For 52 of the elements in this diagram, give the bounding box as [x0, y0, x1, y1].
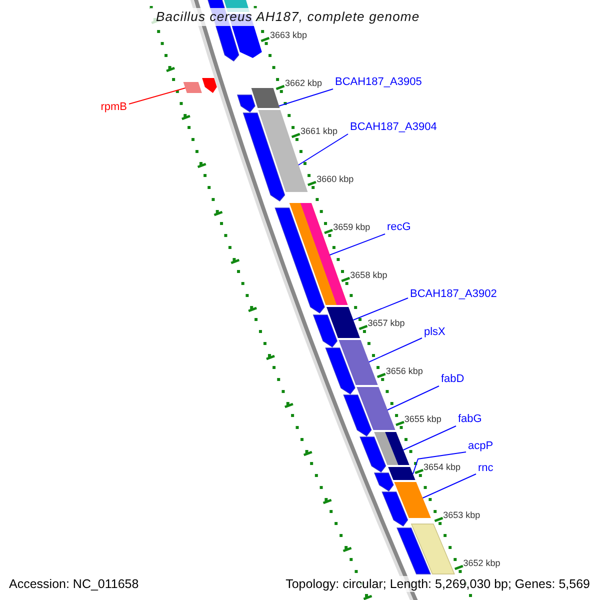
- gene-feature: [360, 436, 386, 472]
- scale-label: 3658 kbp: [350, 270, 388, 281]
- leader-line: [128, 88, 186, 104]
- gene-feature: [396, 528, 431, 574]
- gene-feature: [183, 82, 202, 93]
- gene-label: BCAH187_A3905: [335, 76, 422, 89]
- leader-line: [387, 386, 440, 410]
- gene-label: fabG: [458, 413, 482, 426]
- scale-label: 3655 kbp: [404, 414, 442, 425]
- gene-feature: [382, 492, 408, 526]
- scale-label: 3657 kbp: [368, 318, 405, 329]
- leader-line: [412, 452, 466, 474]
- gene-feature: [394, 482, 431, 518]
- scale-label: 3661 kbp: [300, 126, 338, 137]
- gene-feature: [274, 208, 325, 314]
- leader-line: [402, 426, 456, 450]
- scale-label: 3662 kbp: [284, 78, 322, 89]
- leader-line: [298, 134, 348, 166]
- gene-label: fabD: [441, 373, 464, 386]
- scale-label: 3660 kbp: [316, 174, 354, 185]
- gene-feature: [202, 78, 217, 93]
- gene-feature: [338, 340, 378, 385]
- gene-feature: [325, 348, 356, 394]
- gene-feature: [251, 88, 280, 108]
- scale-label: 3659 kbp: [333, 222, 370, 233]
- gene-feature: [326, 307, 360, 338]
- scale-label: 3652 kbp: [463, 558, 500, 569]
- scale-label: 3656 kbp: [386, 366, 423, 377]
- accession-text: Accession: NC_011658: [7, 576, 141, 592]
- scale-label: 3654 kbp: [423, 462, 461, 473]
- gene-label: plsX: [424, 326, 446, 339]
- gene-label: acpP: [468, 440, 494, 453]
- gene-feature: [242, 112, 286, 202]
- gene-label: rnc: [478, 462, 494, 475]
- gene-feature: [410, 524, 455, 574]
- gene-label: BCAH187_A3902: [410, 288, 497, 301]
- leader-line: [352, 298, 408, 320]
- gene-feature: [356, 387, 396, 430]
- gene-label: BCAH187_A3904: [350, 121, 437, 134]
- leader-line: [368, 338, 422, 362]
- scale-label: 3653 kbp: [443, 510, 480, 521]
- genome-stats-text: Topology: circular; Length: 5,269,030 bp; Genes: 5,569: [284, 576, 592, 592]
- gene-feature: [237, 94, 256, 112]
- leader-line: [329, 234, 386, 256]
- leader-line: [278, 88, 334, 106]
- gene-feature: [312, 314, 338, 348]
- gene-feature: [343, 394, 372, 436]
- gene-feature: [388, 467, 416, 480]
- gene-label: recG: [387, 221, 411, 234]
- gene-feature: [374, 472, 394, 492]
- gene-label: rpmB: [100, 101, 127, 114]
- scale-label: 3663 kbp: [270, 30, 307, 41]
